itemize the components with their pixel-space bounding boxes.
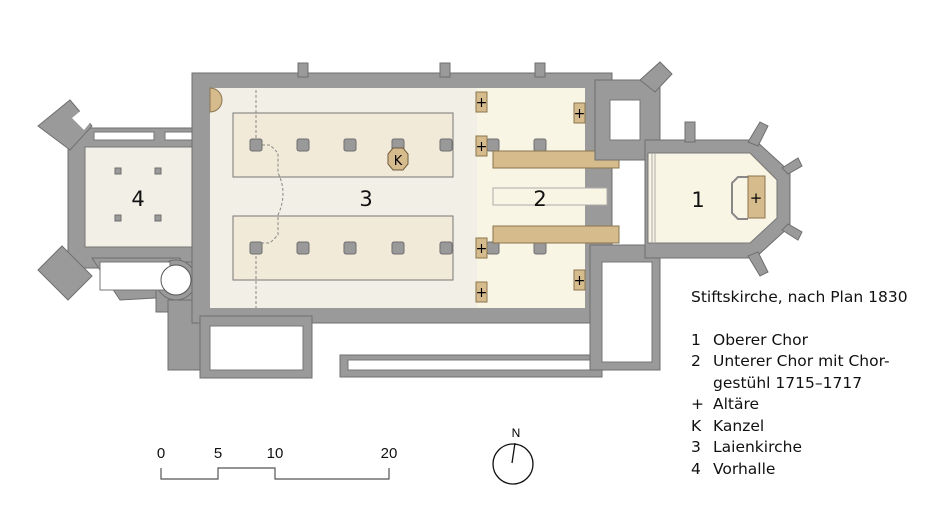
scale-bar: 0 5 10 20 [157, 445, 398, 480]
svg-text:10: 10 [267, 445, 284, 462]
svg-text:0: 0 [157, 445, 165, 462]
spiral-staircase [160, 264, 192, 296]
choir-lectern-area [492, 187, 608, 206]
svg-text:N: N [512, 426, 521, 440]
oberer-chor-floor [647, 152, 778, 244]
vorhalle-pillars [114, 167, 162, 222]
svg-text:+: + [476, 285, 488, 301]
legend-item: +Altäre [691, 395, 760, 413]
svg-text:20: 20 [381, 445, 398, 462]
buttresses [297, 62, 546, 78]
label-unterer-chor: 2 [533, 187, 546, 211]
svg-text:+: + [574, 106, 586, 122]
sacristy [601, 261, 653, 363]
side-altars: + + + + + + [475, 91, 586, 303]
north-arrow-icon: N [492, 426, 534, 485]
svg-text:+: + [574, 273, 586, 289]
svg-text:5: 5 [214, 445, 222, 462]
pew-block-south [232, 215, 454, 281]
pew-block-north [232, 112, 454, 178]
label-oberer-chor: 1 [691, 188, 704, 212]
choir-stall-south [492, 225, 620, 244]
label-vorhalle: 4 [131, 187, 144, 211]
vorhalle-floor [84, 146, 194, 248]
vorhalle-turret [72, 108, 94, 130]
svg-text:+: + [476, 95, 488, 111]
annex-room [209, 325, 304, 371]
label-laienkirche: 3 [359, 187, 372, 211]
pulpit-label: K [394, 154, 403, 169]
high-altar [747, 175, 766, 219]
pulpit [387, 147, 409, 171]
apse-buttresses [684, 121, 803, 277]
svg-text:+: + [476, 139, 488, 155]
svg-text:+: + [476, 241, 488, 257]
legend-title: Stiftskirche, nach Plan 1830 [691, 288, 908, 306]
high-altar-symbol: + [750, 189, 763, 207]
legend-item: gestühl 1715–1717 [713, 373, 863, 392]
